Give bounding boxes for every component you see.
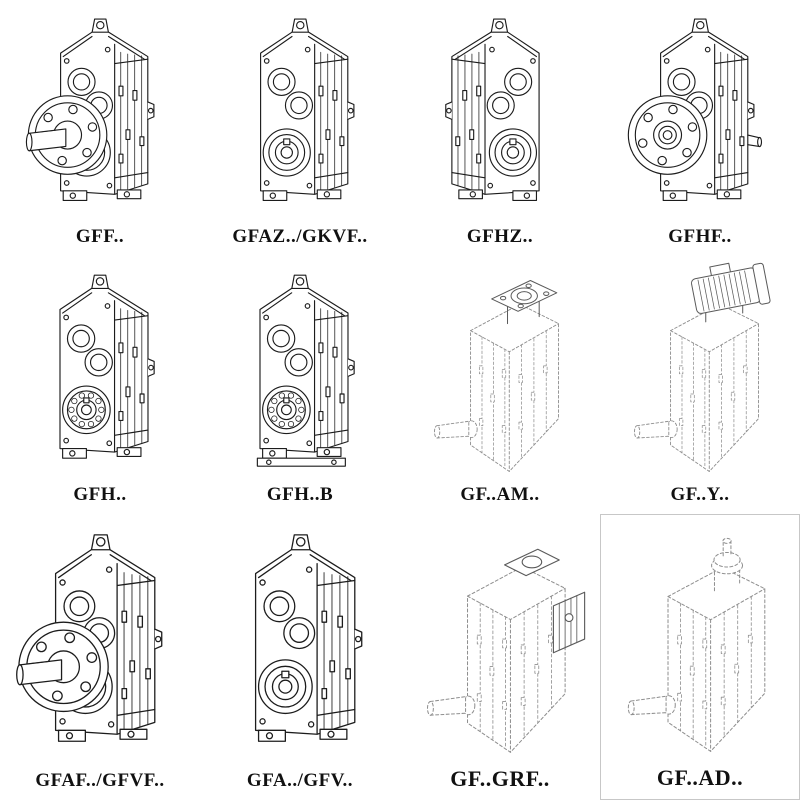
gearbox-drawing-hollow-shaft [204, 6, 396, 224]
gearbox-drawing-flange-bore [604, 6, 796, 224]
gearbox-illustration [627, 537, 766, 752]
gearbox-illustration [26, 18, 155, 202]
model-label: GF..GRF.. [450, 766, 550, 791]
model-label: GFH.. [73, 484, 127, 505]
gearbox-drawing-bearing-hub-base [204, 262, 396, 482]
model-label: GFAZ../GKVF.. [232, 226, 368, 247]
gearbox-cell-gff: GFF.. [0, 0, 200, 256]
model-label: GF..AM.. [460, 484, 540, 505]
gearbox-drawing-hollow-shaft [204, 520, 396, 768]
model-label: GFH..B [266, 484, 334, 505]
gearbox-cell-gf-am: GF..AM.. [400, 256, 600, 514]
gearbox-cell-gfaf-gfvf: GFAF../GFVF.. [0, 514, 200, 800]
gearbox-drawing-motor-adapter [404, 262, 596, 482]
gearbox-illustration [254, 534, 363, 742]
gearbox-cell-gfa-gfv: GFA../GFV.. [200, 514, 400, 800]
gearbox-cell-gfhf: GFHF.. [600, 0, 800, 256]
gearbox-illustration [257, 274, 356, 467]
gearbox-cell-gfh-b: GFH..B [200, 256, 400, 514]
model-label: GFF.. [75, 226, 125, 247]
gearbox-drawing-flange-solid-shaft [4, 6, 196, 224]
model-label: GFHF.. [668, 226, 732, 247]
gearbox-cell-gf-y: GF..Y.. [600, 256, 800, 514]
gearbox-cell-gf-grf: GF..GRF.. [400, 514, 600, 800]
gearbox-illustration [627, 18, 763, 202]
model-label: GFA../GFV.. [246, 770, 354, 791]
gearbox-illustration [434, 279, 560, 472]
gearbox-drawing-input-adapter [605, 521, 795, 763]
model-label: GF..Y.. [670, 484, 730, 505]
gearbox-drawing-flange-solid-shaft [4, 520, 196, 768]
gearbox-illustration [260, 18, 355, 202]
gearbox-illustration [15, 534, 163, 742]
gearbox-drawing-bearing-hub [4, 262, 196, 482]
gearbox-cell-gfaz-gkvf: GFAZ../GKVF.. [200, 0, 400, 256]
model-label: GFHZ.. [466, 226, 534, 247]
gearbox-cell-gfhz: GFHZ.. [400, 0, 600, 256]
gearbox-illustration [634, 262, 772, 472]
gearbox-illustration [427, 548, 586, 753]
gearbox-drawing-backstop-unit [404, 520, 596, 764]
gearbox-illustration [445, 18, 540, 202]
gearbox-drawing-hollow-shaft-mirrored [404, 6, 596, 224]
gearbox-illustration [59, 274, 156, 459]
model-label: GFAF../GFVF.. [35, 770, 165, 791]
gearbox-drawing-with-motor [604, 262, 796, 482]
gearbox-cell-gf-ad: GF..AD.. [600, 514, 800, 800]
gearbox-cell-gfh: GFH.. [0, 256, 200, 514]
model-label: GF..AD.. [656, 765, 744, 790]
